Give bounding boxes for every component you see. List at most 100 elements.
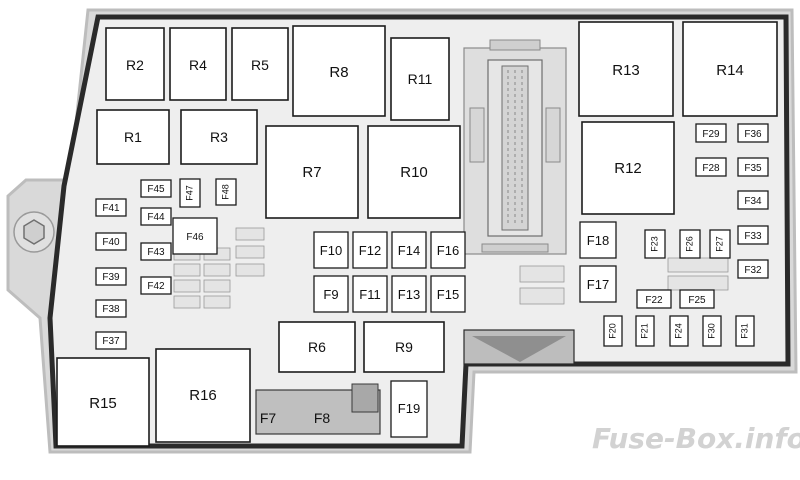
fuse-f8-label: F8 — [314, 410, 331, 426]
fuse-f7-label: F7 — [260, 410, 277, 426]
relay-r16-label: R16 — [189, 387, 217, 404]
fuse-f46-label: F46 — [186, 232, 204, 243]
relay-r1-label: R1 — [124, 129, 142, 145]
fuse-f11: F11 — [352, 275, 388, 313]
fuse-f19-label: F19 — [398, 401, 420, 416]
fuse-f16-label: F16 — [437, 243, 459, 258]
fuse-f30: F30 — [702, 315, 722, 347]
fuse-f48: F48 — [215, 178, 237, 206]
fuse-f40-label: F40 — [102, 237, 120, 248]
fuse-f13-label: F13 — [398, 287, 420, 302]
fuse-f13: F13 — [391, 275, 427, 313]
fuse-f21-label: F21 — [639, 323, 649, 339]
fuse-f21: F21 — [635, 315, 655, 347]
fuse-f16: F16 — [430, 231, 466, 269]
relay-r15: R15 — [56, 357, 150, 447]
fuse-f24-label: F24 — [673, 323, 683, 339]
fuse-f27: F27 — [709, 229, 731, 259]
fuse-f32: F32 — [737, 259, 769, 279]
fuse-f14: F14 — [391, 231, 427, 269]
relay-r1: R1 — [96, 109, 170, 165]
relay-r10: R10 — [367, 125, 461, 219]
fuse-f10: F10 — [313, 231, 349, 269]
fuse-f29: F29 — [695, 123, 727, 143]
fuse-f34-label: F34 — [744, 196, 762, 207]
relay-r5: R5 — [231, 27, 289, 101]
fuse-f23-label: F23 — [649, 236, 659, 252]
fuse-f38: F38 — [95, 299, 127, 318]
relay-r12: R12 — [581, 121, 675, 215]
relay-r4-label: R4 — [189, 57, 207, 73]
fuse-f43: F43 — [140, 242, 172, 261]
relay-r11-label: R11 — [408, 71, 433, 87]
fuse-f33: F33 — [737, 225, 769, 245]
fuse-f31: F31 — [735, 315, 755, 347]
fuse-f28-label: F28 — [702, 163, 720, 174]
watermark: Fuse-Box.info — [592, 422, 800, 455]
relay-r6: R6 — [278, 321, 356, 373]
relay-r2-label: R2 — [126, 57, 144, 73]
relay-r5-label: R5 — [251, 57, 269, 73]
fuse-f36-label: F36 — [744, 129, 762, 140]
relay-r11: R11 — [390, 37, 450, 121]
relay-r15-label: R15 — [89, 395, 117, 412]
relay-r14: R14 — [682, 21, 778, 117]
mounting-bolt — [13, 211, 55, 253]
relay-r10-label: R10 — [400, 164, 428, 181]
fuse-f33-label: F33 — [744, 231, 762, 242]
central-connector — [463, 39, 567, 255]
fuse-f19: F19 — [390, 380, 428, 438]
fuse-f26: F26 — [679, 229, 701, 259]
fuse-f28: F28 — [695, 157, 727, 177]
fuse-f9-label: F9 — [323, 287, 338, 302]
fuse-f37-label: F37 — [102, 336, 120, 347]
fuse-f45: F45 — [140, 179, 172, 198]
fuse-f40: F40 — [95, 232, 127, 251]
fuse-f32-label: F32 — [744, 265, 762, 276]
fuse-f15: F15 — [430, 275, 466, 313]
relay-r14-label: R14 — [716, 62, 744, 79]
fuse-f34: F34 — [737, 190, 769, 210]
fuse-f14-label: F14 — [398, 243, 420, 258]
fuse-f25: F25 — [679, 289, 715, 309]
relay-r4: R4 — [169, 27, 227, 101]
fuse-f9: F9 — [313, 275, 349, 313]
fuse-f20-label: F20 — [607, 323, 617, 339]
fuse-f18: F18 — [579, 221, 617, 259]
fuse-f42: F42 — [140, 276, 172, 295]
fuse-f46: F46 — [172, 217, 218, 255]
relay-r8: R8 — [292, 25, 386, 117]
fuse-f39: F39 — [95, 267, 127, 286]
fuse-f38-label: F38 — [102, 304, 120, 315]
fuse-f11-label: F11 — [359, 287, 380, 302]
fuse-f30-label: F30 — [706, 323, 716, 339]
relay-r3: R3 — [180, 109, 258, 165]
fuse-f35-label: F35 — [744, 163, 762, 174]
fuse-holder-f7-f8 — [255, 383, 381, 435]
relay-r6-label: R6 — [308, 339, 326, 355]
fuse-f18-label: F18 — [587, 233, 609, 248]
fuse-f26-label: F26 — [684, 236, 694, 252]
fuse-f24: F24 — [669, 315, 689, 347]
fuse-f12: F12 — [352, 231, 388, 269]
fuse-f12-label: F12 — [359, 243, 381, 258]
fuse-f27-label: F27 — [714, 236, 724, 252]
relay-r2: R2 — [105, 27, 165, 101]
fuse-f47: F47 — [179, 178, 201, 208]
fuse-f43-label: F43 — [147, 247, 165, 258]
relay-r3-label: R3 — [210, 129, 228, 145]
fuse-f36: F36 — [737, 123, 769, 143]
fuse-f22-label: F22 — [645, 295, 663, 306]
fuse-f31-label: F31 — [739, 323, 749, 339]
fuse-f15-label: F15 — [437, 287, 459, 302]
fuse-f35: F35 — [737, 157, 769, 177]
fuse-f39-label: F39 — [102, 272, 120, 283]
relay-r7-label: R7 — [302, 164, 321, 181]
fuse-f41: F41 — [95, 198, 127, 217]
fuse-f44-label: F44 — [147, 212, 165, 223]
fuse-f17: F17 — [579, 265, 617, 303]
fuse-f22: F22 — [636, 289, 672, 309]
fuse-f29-label: F29 — [702, 129, 720, 140]
fuse-f44: F44 — [140, 207, 172, 226]
